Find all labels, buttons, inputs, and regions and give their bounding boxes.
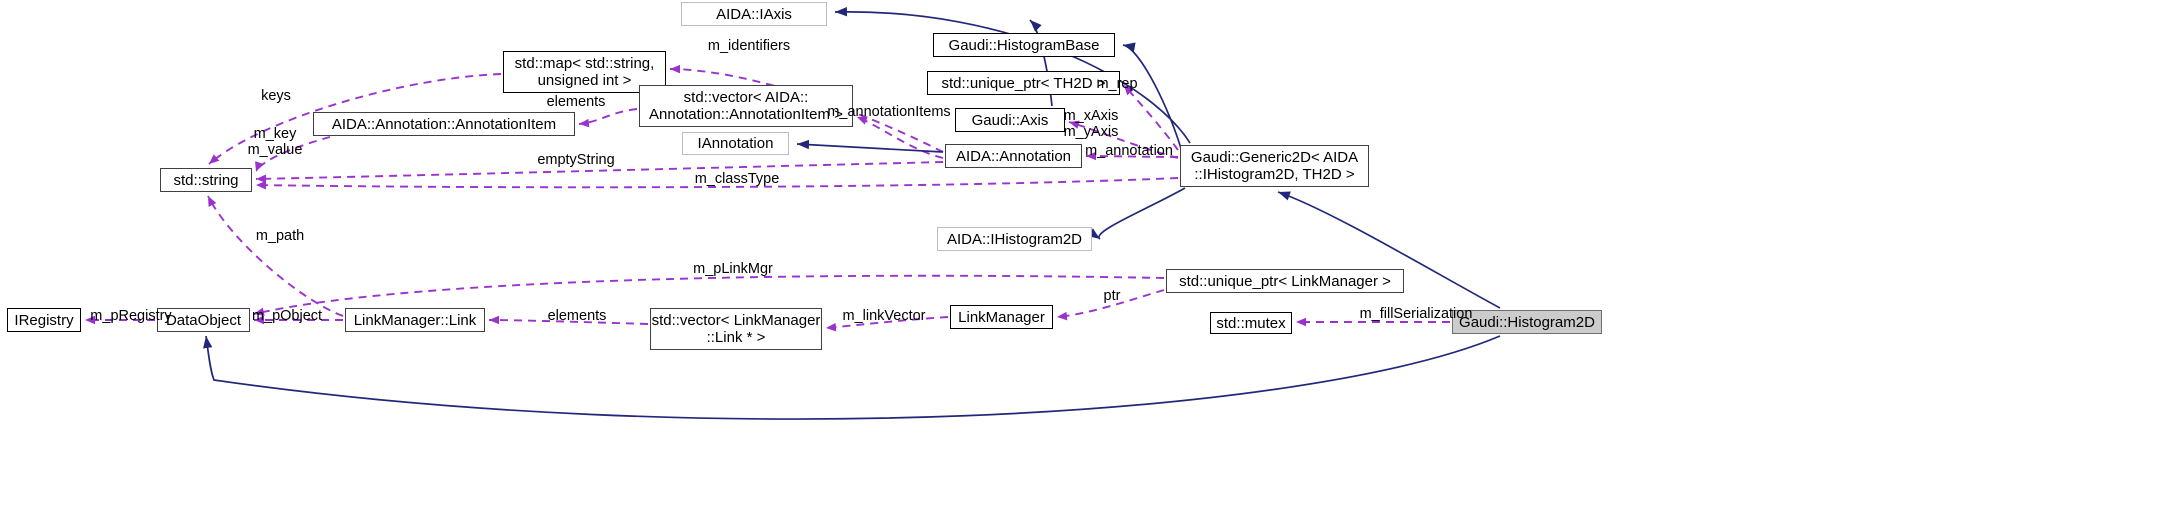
edge-label-m_xAxis_m_yAxis: m_xAxis m_yAxis: [1063, 108, 1119, 140]
class-node-iregistry[interactable]: IRegistry: [7, 308, 81, 332]
edge-label-keys: keys: [261, 88, 291, 104]
edge-label-elements_link: elements: [547, 308, 607, 324]
class-node-aida_iaxis[interactable]: AIDA::IAxis: [681, 2, 827, 26]
edge-inherit-histogrambase: [1122, 42, 1183, 153]
edge-label-m_key_m_value: m_key m_value: [247, 126, 303, 158]
class-node-gaudi_hist2d[interactable]: Gaudi::Histogram2D: [1452, 310, 1602, 334]
edge-label-m_path: m_path: [255, 228, 305, 244]
class-node-uptr_th2d[interactable]: std::unique_ptr< TH2D >: [927, 71, 1120, 95]
edge-ptr: [1056, 289, 1165, 321]
edge-elements-annotationitem: [578, 108, 638, 128]
class-node-uptr_linkmgr[interactable]: std::unique_ptr< LinkManager >: [1166, 269, 1404, 293]
class-node-vec_annitem[interactable]: std::vector< AIDA:: Annotation::Annotati…: [639, 85, 853, 127]
edge-m_key-m_value: [255, 136, 331, 173]
edge-inherit-iannotation: [796, 139, 944, 153]
class-node-aida_annotation[interactable]: AIDA::Annotation: [945, 144, 1082, 168]
edge-label-m_identifiers: m_identifiers: [707, 38, 791, 54]
class-node-dataobject[interactable]: DataObject: [157, 308, 250, 332]
edge-m_annotationItems: [856, 116, 944, 159]
class-node-aida_ihist2d[interactable]: AIDA::IHistogram2D: [937, 227, 1092, 251]
edge-m_classType: [255, 177, 1179, 190]
class-node-gaudi_histbase[interactable]: Gaudi::HistogramBase: [933, 33, 1115, 57]
edge-m_rep: [1123, 84, 1179, 151]
edge-inherit-ihistogram2d: [1087, 187, 1186, 240]
edge-label-m_linkVector: m_linkVector: [842, 308, 926, 324]
edge-inherit-dataobject: [203, 335, 1501, 420]
class-node-vec_link[interactable]: std::vector< LinkManager ::Link * >: [650, 308, 822, 350]
class-node-std_mutex[interactable]: std::mutex: [1210, 312, 1292, 334]
edge-label-ptr: ptr: [1103, 288, 1121, 304]
edge-emptyString: [255, 161, 944, 184]
edge-m_path: [207, 195, 344, 317]
edge-label-m_pLinkMgr: m_pLinkMgr: [693, 261, 773, 277]
class-node-linkmanager_link[interactable]: LinkManager::Link: [345, 308, 485, 332]
edge-label-m_annotation: m_annotation: [1085, 143, 1173, 159]
edge-label-m_pObject: m_pObject: [251, 308, 323, 324]
edge-label-elements_ann: elements: [546, 94, 606, 110]
class-node-std_string[interactable]: std::string: [160, 168, 252, 192]
edge-m_xAxis-m_yAxis: [1068, 120, 1179, 159]
edge-m_linkVector: [825, 316, 949, 332]
edge-m_annotation: [1085, 151, 1179, 161]
class-node-linkmanager[interactable]: LinkManager: [950, 305, 1053, 329]
class-node-std_map[interactable]: std::map< std::string, unsigned int >: [503, 51, 666, 93]
class-node-gaudi_axis[interactable]: Gaudi::Axis: [955, 108, 1065, 132]
edge-label-m_classType: m_classType: [694, 171, 780, 187]
class-node-annotation_item[interactable]: AIDA::Annotation::AnnotationItem: [313, 112, 575, 136]
class-node-iannotation[interactable]: IAnnotation: [682, 132, 789, 155]
edge-elements-link: [488, 315, 649, 325]
edge-label-emptyString: emptyString: [537, 152, 615, 168]
class-node-generic2d[interactable]: Gaudi::Generic2D< AIDA ::IHistogram2D, T…: [1180, 145, 1369, 187]
